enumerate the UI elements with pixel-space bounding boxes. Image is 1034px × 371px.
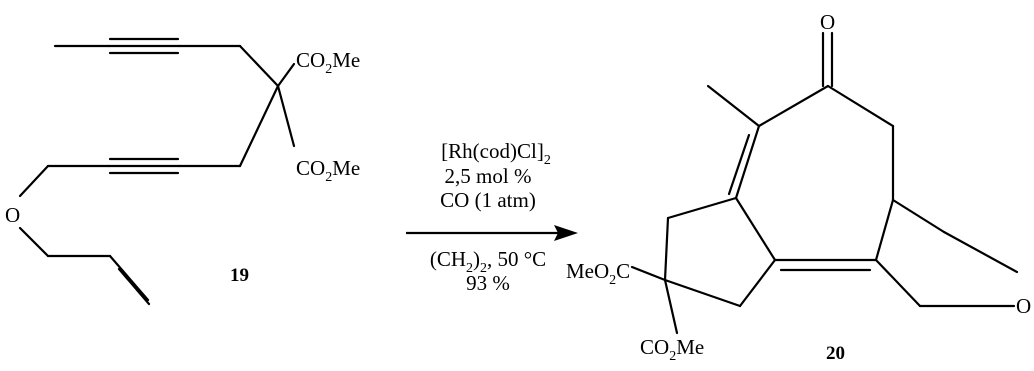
bond	[108, 254, 150, 302]
product-ketone-oxygen-label: O	[820, 10, 835, 34]
double-bond-second-line	[117, 267, 151, 306]
bond	[663, 216, 670, 282]
reactant-oxygen-label: O	[5, 203, 20, 227]
bond	[18, 164, 50, 198]
condition-gas: CO (1 atm)	[440, 188, 536, 212]
condition-solvent-temperature: (CH2)2, 50 °C	[430, 247, 546, 276]
product-structure	[630, 31, 1019, 335]
ester-bond	[630, 265, 667, 282]
product-ring-oxygen-label: O	[1016, 294, 1031, 318]
condition-yield: 93 %	[466, 271, 510, 295]
bond	[891, 198, 946, 234]
double-bond-second-line	[727, 133, 751, 196]
bond	[276, 84, 296, 148]
condition-catalyst: [Rh(cod)Cl]2	[441, 139, 551, 168]
bond	[734, 124, 761, 200]
bond	[874, 198, 895, 262]
bond-clipped	[942, 230, 1019, 274]
reactant-ester-top-label: CO2Me	[296, 48, 360, 77]
product-ester-left-label: MeO2C	[566, 259, 630, 288]
product-ester-bottom-label: CO2Me	[640, 335, 704, 364]
bond	[238, 84, 280, 168]
methyl-bond	[706, 84, 761, 128]
bond	[738, 258, 777, 308]
bond	[276, 62, 296, 88]
reaction-arrow	[406, 225, 578, 241]
bond	[874, 258, 922, 308]
bond	[663, 278, 742, 308]
ester-bond	[663, 278, 679, 335]
compound-number-20: 20	[826, 343, 845, 364]
condition-loading: 2,5 mol %	[445, 164, 532, 188]
bond	[826, 84, 895, 128]
bond	[238, 44, 280, 88]
bond	[666, 196, 738, 220]
reactant-ester-bottom-label: CO2Me	[296, 156, 360, 185]
bond	[18, 226, 50, 258]
compound-number-19: 19	[230, 265, 249, 286]
bond	[757, 84, 830, 128]
bond	[734, 196, 777, 262]
reactant-structure	[18, 37, 296, 306]
